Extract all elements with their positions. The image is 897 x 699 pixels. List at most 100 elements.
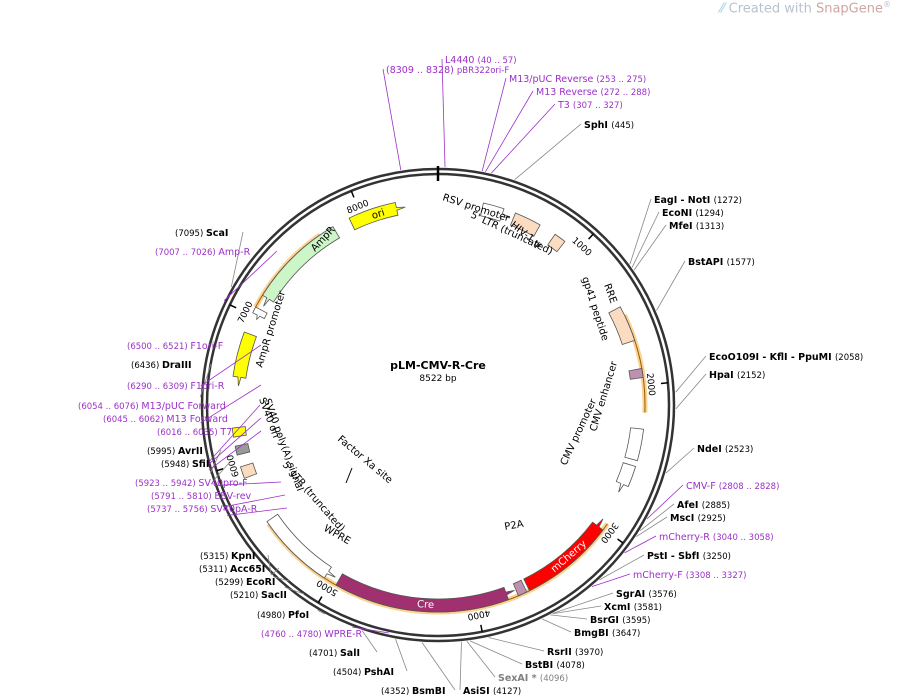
leader-m13rev2 (485, 90, 534, 172)
label-cmvf[interactable]: CMV-F (2808 .. 2828) (686, 481, 779, 492)
inner-label-8: Factor Xa site (335, 434, 394, 486)
leader-sfii (212, 462, 230, 482)
label-t7[interactable]: (6016 .. 6035) T7 (157, 427, 232, 438)
leader-ebvrev (222, 494, 286, 508)
label-psti[interactable]: PstI - SbfI (3250) (647, 551, 731, 562)
tick-4000 (480, 624, 483, 632)
leader-acc65i (271, 567, 280, 576)
label-rsrii[interactable]: RsrII (3970) (547, 647, 603, 658)
label-avrii[interactable]: (5995) AvrII (147, 446, 203, 457)
feature-f1ori[interactable] (232, 331, 257, 387)
feature-cre[interactable] (335, 573, 515, 613)
label-sfii[interactable]: (5948) SfiI (161, 459, 209, 470)
label-acc65i[interactable]: (5311) Acc65I (199, 564, 265, 575)
feature-mcherry[interactable] (523, 518, 604, 592)
label-m13fwd1[interactable]: (6054 .. 6076) M13/pUC Forward (78, 401, 226, 412)
feature-ampr-promoter[interactable] (252, 306, 268, 321)
feature-cmv-promoter[interactable] (615, 462, 637, 493)
label-bsrgi[interactable]: BsrGI (3595) (590, 615, 651, 626)
label-ndei[interactable]: NdeI (2523) (697, 444, 753, 455)
inner-label-1: 5' LTR (truncated) (469, 210, 555, 258)
label-xcmi[interactable]: XcmI (3581) (604, 602, 662, 613)
leader-f1orif (200, 344, 262, 387)
tick-label-4000: 4000 (466, 607, 491, 621)
feature-p2a[interactable] (512, 579, 528, 597)
leader-pfoi (317, 609, 326, 615)
leader-f1orir (200, 384, 262, 424)
label-mcherryr[interactable]: mCherry-R (3040 .. 3058) (659, 532, 774, 543)
leader-wprer (352, 626, 390, 634)
label-sgrai[interactable]: SgrAI (3576) (616, 589, 677, 600)
feature-cmv-enhancer[interactable] (624, 427, 645, 462)
feature-gp41[interactable] (628, 368, 644, 380)
label-mcherryf[interactable]: mCherry-F (3308 .. 3327) (633, 570, 746, 581)
label-wprer[interactable]: (4760 .. 4780) WPRE-R (261, 629, 363, 640)
watermark-mark: ® (883, 0, 891, 9)
factor-xa-tick (345, 467, 353, 484)
tick-6000 (216, 468, 224, 472)
label-afei[interactable]: AfeI (2885) (677, 500, 730, 511)
label-sv40prof[interactable]: (5923 .. 5942) SV40pro-F (135, 478, 248, 489)
label-kpni[interactable]: (5315) KpnI (200, 551, 255, 562)
tick-label-6000: 6000 (226, 453, 242, 478)
leader-ampr-r (223, 250, 278, 301)
label-pshai[interactable]: (4504) PshAI (333, 667, 394, 678)
label-t3[interactable]: T3 (307 .. 327) (557, 100, 623, 111)
label-econi[interactable]: EcoNI (1294) (662, 208, 724, 219)
leader-ecori (273, 576, 290, 582)
feature-ori[interactable] (348, 201, 406, 231)
feature-wpre[interactable] (266, 513, 336, 579)
leader-sv40prof (214, 481, 282, 486)
leader-cmvf (646, 484, 684, 520)
feature-hiv-psi[interactable] (547, 233, 566, 253)
feature-rsv-promoter[interactable] (480, 202, 511, 222)
label-l4440[interactable]: L4440 (40 .. 57) (445, 55, 517, 66)
label-m13rev1[interactable]: M13/pUC Reverse (253 .. 275) (509, 74, 646, 85)
label-pfoi[interactable]: (4980) PfoI (257, 610, 309, 621)
feature-ltr5-top[interactable] (510, 212, 541, 237)
label-f1orir[interactable]: (6290 .. 6309) F1ori-R (127, 381, 225, 392)
feature-ampr[interactable] (261, 226, 341, 307)
leader-bstbi (469, 640, 523, 665)
feature-ltr5[interactable] (239, 462, 258, 479)
leader-l4440 (441, 58, 446, 168)
tick-2000 (660, 382, 669, 385)
label-eco0109i[interactable]: EcoO109I - KflI - PpuMI (2058) (709, 352, 863, 363)
label-sali[interactable]: (4701) SalI (309, 648, 360, 659)
label-sacii[interactable]: (5210) SacII (230, 590, 287, 601)
leader-eagi (629, 198, 652, 265)
label-hpai[interactable]: HpaI (2152) (709, 370, 765, 381)
label-f1orif[interactable]: (6500 .. 6521) F1ori-F (127, 341, 223, 352)
leader-mfei (633, 224, 667, 271)
label-draiii[interactable]: (6436) DraIII (131, 360, 192, 371)
label-asisi[interactable]: AsiSI (4127) (463, 686, 521, 697)
leader-asisi (459, 641, 462, 691)
leader-sv40par (227, 507, 288, 516)
label-bstapi[interactable]: BstAPI (1577) (688, 257, 755, 268)
leader-t3 (491, 103, 556, 174)
feature-rre[interactable] (608, 306, 636, 345)
label-pbr322[interactable]: (8309 .. 8328) pBR322ori-F (386, 65, 509, 76)
label-sv40par[interactable]: (5737 .. 5756) SV40pA-R (147, 504, 258, 515)
label-sphi[interactable]: SphI (445) (584, 120, 634, 131)
label-eagi[interactable]: EagI - NotI (1272) (654, 195, 742, 206)
label-bstbi[interactable]: BstBI (4078) (525, 660, 585, 671)
watermark-prefix: Created with (728, 1, 816, 17)
label-ebvrev[interactable]: (5791 .. 5810) EBV-rev (151, 491, 252, 502)
label-bmgbi[interactable]: BmgBI (3647) (574, 628, 640, 639)
leader-econi (631, 211, 660, 268)
feature-sv40-polya[interactable] (234, 443, 251, 456)
label-msci[interactable]: MscI (2925) (670, 513, 726, 524)
label-sexai[interactable]: SexAI * (4096) (498, 673, 568, 684)
tick-label-2000: 2000 (644, 373, 656, 397)
label-scai[interactable]: (7095) ScaI (175, 228, 228, 239)
label-ampr-r[interactable]: (7007 .. 7026) Amp-R (155, 247, 251, 258)
leader-draiii (199, 363, 212, 398)
leader-ndei (665, 447, 695, 474)
label-ecori[interactable]: (5299) EcoRI (215, 577, 275, 588)
label-bsmbi[interactable]: (4352) BsmBI (381, 686, 446, 697)
label-m13rev2[interactable]: M13 Reverse (272 .. 288) (536, 87, 650, 98)
label-m13fwd2[interactable]: (6045 .. 6062) M13 Forward (103, 414, 228, 425)
label-mfei[interactable]: MfeI (1313) (669, 221, 724, 232)
